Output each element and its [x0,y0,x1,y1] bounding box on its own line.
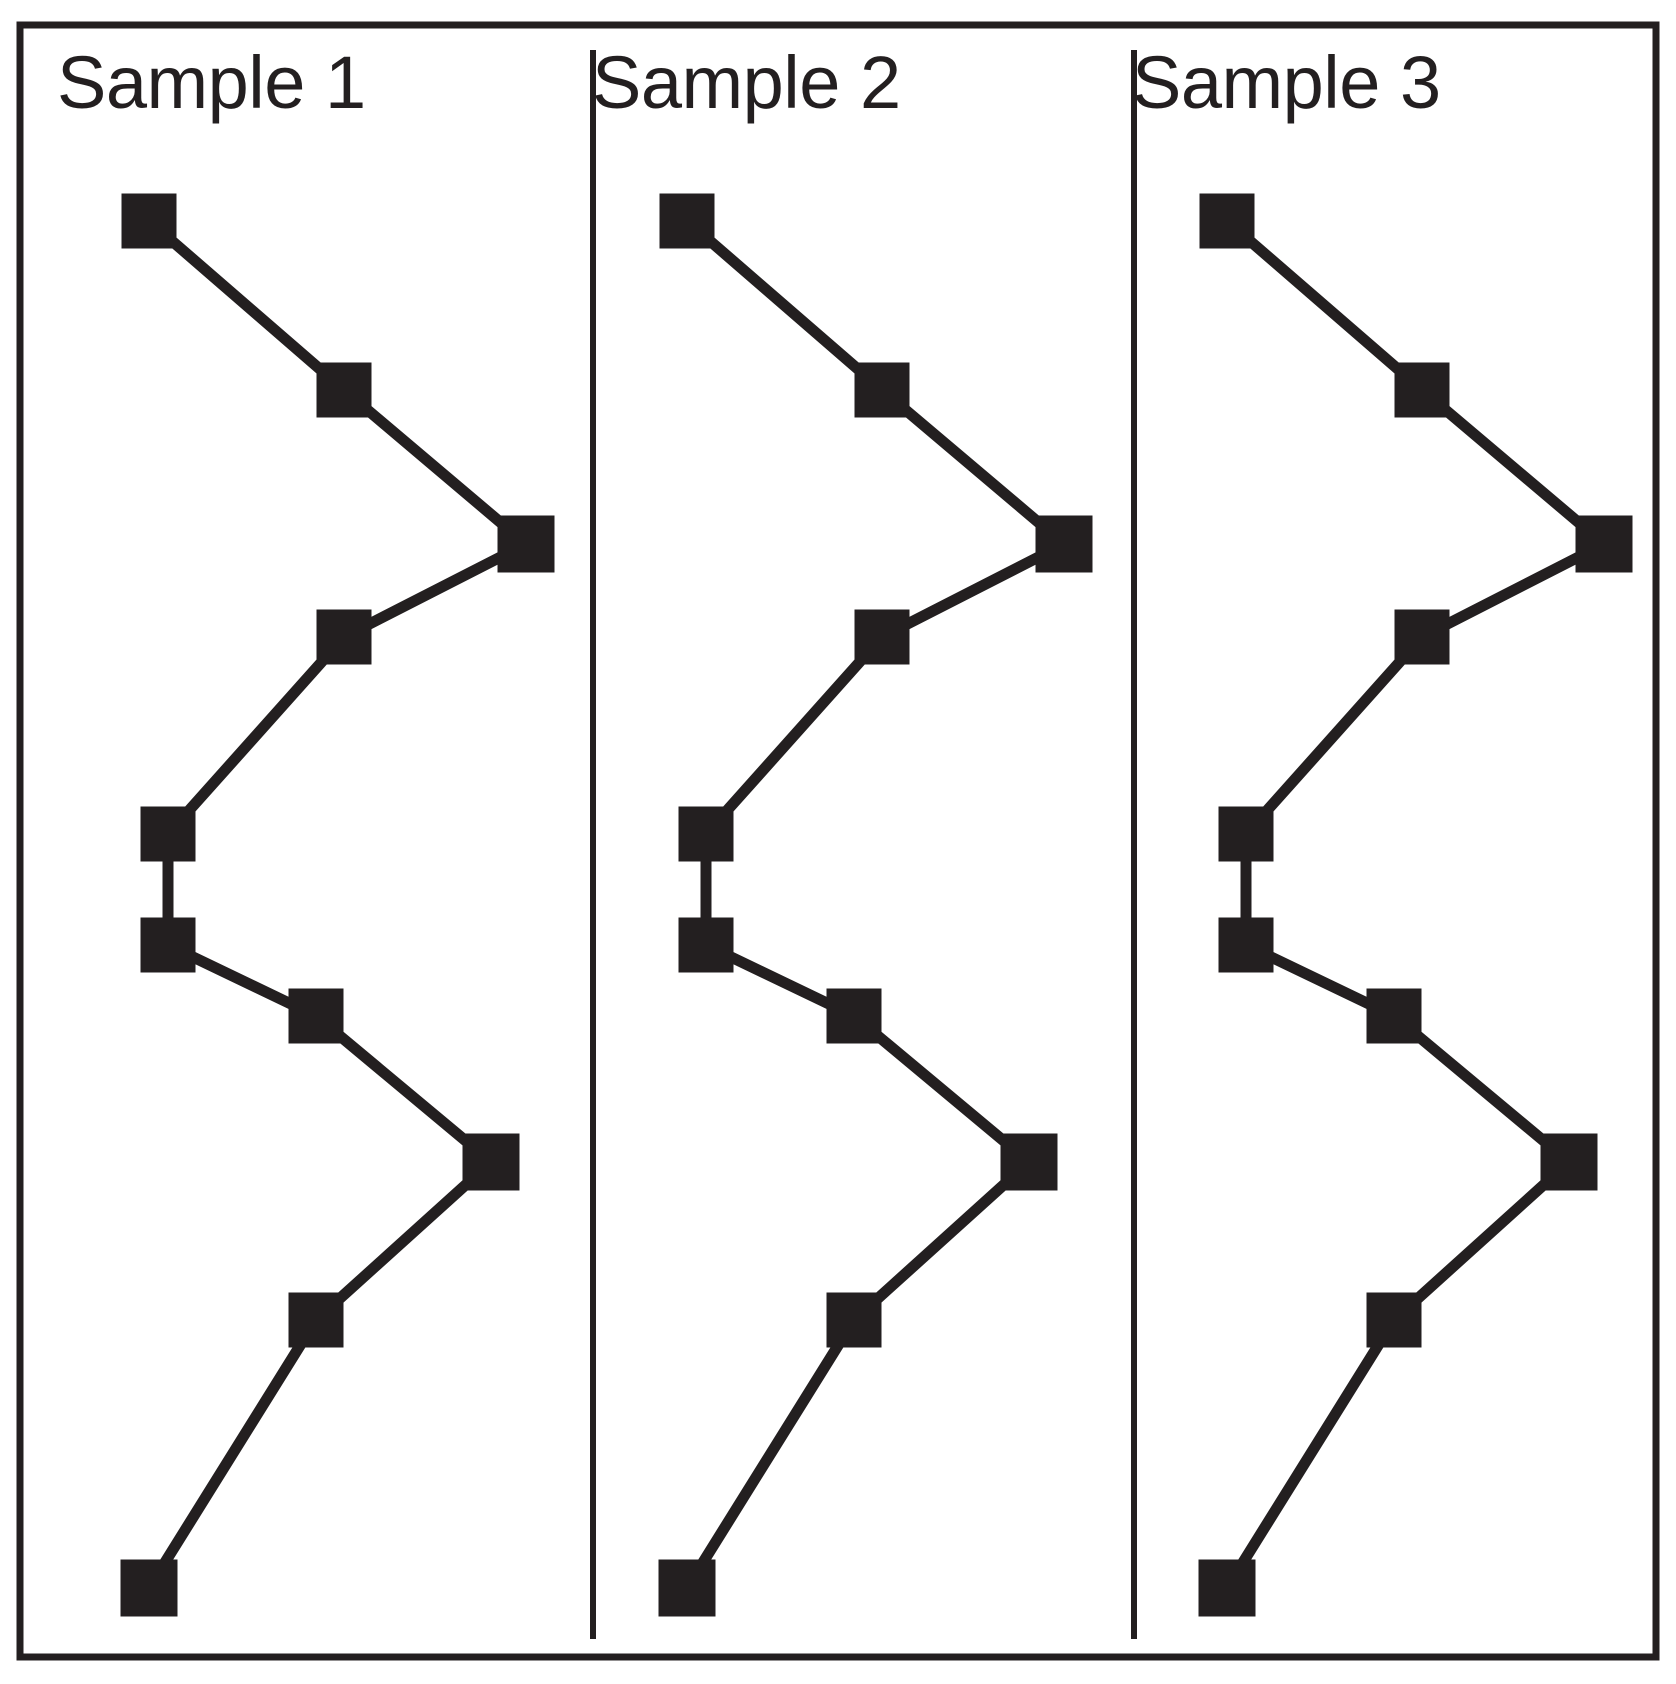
data-point-marker [288,988,344,1044]
panel-separator-layer [590,50,1137,1639]
data-point-marker [462,1133,520,1191]
data-point-marker [1540,1133,1598,1191]
series-line [144,216,536,1591]
data-point-marker [1218,806,1274,862]
data-point-marker [854,609,910,665]
data-point-marker [1035,515,1093,573]
outer-frame-border [16,21,1660,1661]
data-point-marker [316,362,372,418]
data-point-marker [140,806,196,862]
panel-title-sample-3: Sample 3 [1132,41,1441,124]
series-layer [120,193,1633,1617]
series-sample-2 [658,193,1093,1617]
data-point-marker [1575,515,1633,573]
data-point-marker [1394,362,1450,418]
panel-title-sample-1: Sample 1 [57,41,366,124]
data-point-marker [316,609,372,665]
data-point-marker [1218,917,1274,973]
data-point-marker [1000,1133,1058,1191]
data-point-marker [1366,988,1422,1044]
data-point-marker [658,1559,716,1617]
data-point-marker [659,193,715,249]
data-point-marker [1199,193,1255,249]
series-sample-3 [1198,193,1633,1617]
data-point-marker [678,806,734,862]
data-point-marker [1366,1292,1422,1348]
data-point-marker [826,1292,882,1348]
series-line [1222,216,1614,1591]
data-point-marker [121,193,177,249]
series-sample-1 [120,193,555,1617]
data-point-marker [854,362,910,418]
data-point-marker [826,988,882,1044]
data-point-marker [497,515,555,573]
data-point-marker [140,917,196,973]
data-point-marker [120,1559,178,1617]
data-point-marker [1198,1559,1256,1617]
data-point-marker [288,1292,344,1348]
data-point-marker [678,917,734,973]
panel-title-sample-2: Sample 2 [592,41,901,124]
data-point-marker [1394,609,1450,665]
series-line [682,216,1074,1591]
panel-title-layer: Sample 1 Sample 2 Sample 3 [57,41,1441,124]
